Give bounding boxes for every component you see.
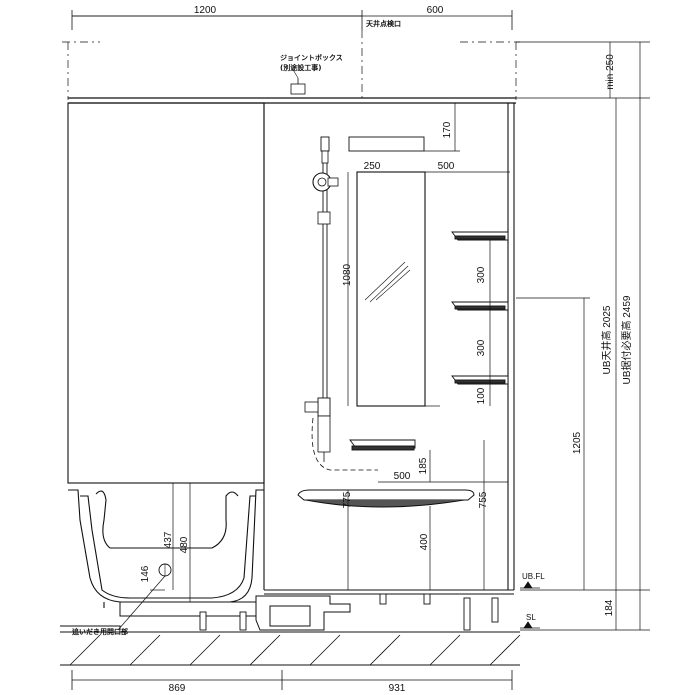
- dim-top-left: 1200: [194, 5, 217, 16]
- shower-hose: [311, 417, 378, 471]
- dim-ceiling-offset: 170: [442, 121, 453, 138]
- floor-base: [60, 589, 514, 631]
- label-ub-fl: UB.FL: [522, 572, 545, 581]
- shelf-upper: [451, 231, 509, 241]
- bench-dim-lines: [347, 440, 485, 590]
- dim-floor-height: 184: [604, 599, 615, 616]
- dim-min-ceiling-space: min 250: [605, 54, 616, 90]
- dim-tub-height: 480: [179, 536, 190, 553]
- dim-tub-depth: 437: [163, 531, 174, 548]
- dim-bottom-right: 931: [389, 683, 406, 694]
- shower-bar: [304, 136, 331, 417]
- dim-170-lines: [424, 102, 460, 152]
- label-joint-box: ジョイントボックス: [280, 53, 343, 62]
- bottom-dimension-lines: [71, 670, 513, 690]
- mirror-dimension-lines: [347, 171, 510, 407]
- ceiling-space-dashed: [62, 30, 520, 100]
- right-dimension-lines: [516, 41, 650, 631]
- dim-shelf-spacing-2: 300: [476, 339, 487, 356]
- faucet-spout: [317, 415, 331, 462]
- dim-mirror-height: 1080: [342, 263, 353, 286]
- dim-counter-width: 500: [394, 471, 411, 482]
- shelf-middle: [451, 301, 509, 311]
- dim-bench-height: 775: [342, 491, 353, 508]
- left-wall-panel: [67, 102, 265, 590]
- dim-counter-height: 1205: [572, 431, 583, 454]
- dim-mirror-width: 500: [438, 161, 455, 172]
- tub-dim-lines: [117, 483, 191, 631]
- ceiling-light: [348, 136, 425, 152]
- dim-inner-bottom: 400: [419, 533, 430, 550]
- floor-hatch: [69, 634, 521, 666]
- dim-faucet-height: 185: [418, 457, 429, 474]
- dim-bottom-left: 869: [169, 683, 186, 694]
- counter-shelf: [349, 439, 416, 451]
- joint-box: [290, 67, 306, 95]
- shelf-lower: [451, 375, 509, 385]
- label-ub-ceiling-height: UB天井高 2025: [600, 305, 613, 374]
- label-drain-opening: 追いだき用開口部: [72, 627, 128, 636]
- right-wall: [507, 103, 515, 590]
- label-sl: SL: [526, 613, 536, 622]
- ub-fl-marker: [520, 581, 540, 589]
- shower-head: [312, 172, 339, 192]
- floor-legs: [199, 593, 499, 631]
- tub-drain: [158, 563, 172, 577]
- dim-wall-bench: 755: [478, 491, 489, 508]
- bench: [297, 489, 475, 508]
- label-joint-box-sub: (別途設工事): [280, 63, 321, 72]
- counter-dim-lines: [378, 450, 508, 483]
- label-ub-install-height: UB据付必要高 2459: [620, 295, 633, 384]
- floor-slab: [60, 631, 520, 666]
- dim-shelf-gap: 100: [476, 387, 487, 404]
- dim-shelf-spacing-1: 300: [476, 266, 487, 283]
- top-dimension-lines: [71, 10, 513, 30]
- ceiling-panel: [68, 97, 516, 104]
- dim-top-right: 600: [427, 5, 444, 16]
- sl-marker: [520, 621, 540, 629]
- mirror: [356, 171, 426, 407]
- dim-mirror-offset: 250: [364, 161, 381, 172]
- dim-drain-offset: 146: [140, 565, 151, 582]
- label-ceiling-inspection: 天井点検口: [366, 19, 401, 28]
- dim-1205-lines: [516, 297, 590, 590]
